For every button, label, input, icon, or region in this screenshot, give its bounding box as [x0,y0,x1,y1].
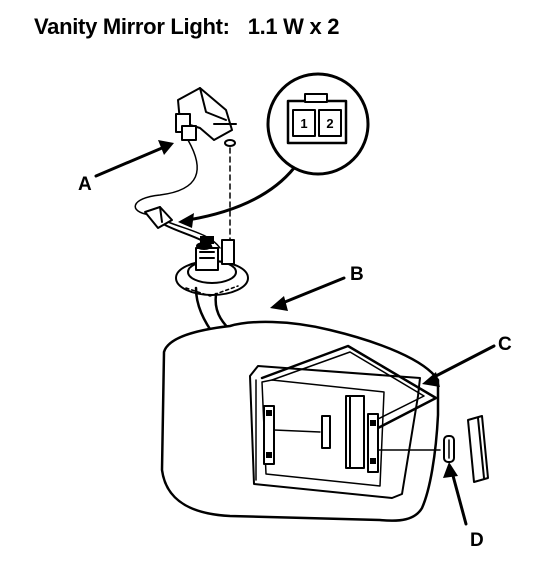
callout-d-label: D [470,530,484,551]
lamp-right [367,413,441,473]
callout-arrow-c [422,344,496,387]
callout-c-label: C [498,334,512,355]
lamp-left [263,405,331,465]
connector-pin-1: 1 [300,116,307,131]
detail-arrow [178,166,296,228]
mounting-clip [175,87,237,141]
fastener [224,139,236,246]
pivot-mount [175,239,249,297]
mirror-cover [260,344,438,430]
title-rating: 1.1 W x 2 [247,14,340,39]
callout-b-label: B [350,264,364,285]
page-title: Vanity Mirror Light: 1.1 W x 2 [34,14,339,40]
callout-arrow-a [94,140,174,178]
callout-a-label: A [78,174,92,195]
callout-arrow-b [270,276,346,311]
harness-connector [144,206,214,244]
mirror-recess [249,365,421,499]
connector-pin-2: 2 [326,116,333,131]
wire-harness [134,139,221,251]
callout-arrow-d [443,462,468,526]
connector-detail: 1 2 [266,72,370,176]
mirror-hinge [345,395,365,469]
lens-cover [467,415,489,483]
bulb [443,435,455,463]
title-label: Vanity Mirror Light: [34,14,230,39]
